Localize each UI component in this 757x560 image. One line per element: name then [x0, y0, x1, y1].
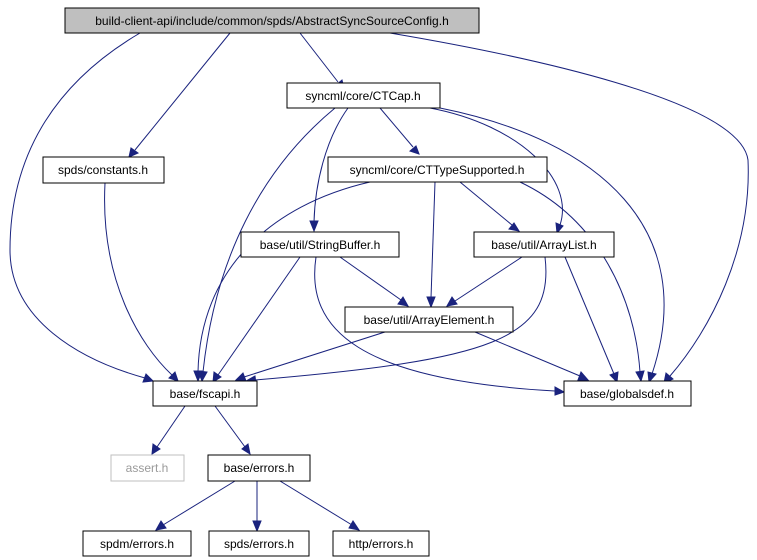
- node-ctcap[interactable]: syncml/core/CTCap.h: [286, 82, 441, 109]
- node-string-buffer[interactable]: base/util/StringBuffer.h: [240, 231, 400, 258]
- edge-fscapi-to-assert: [151, 405, 186, 455]
- edge-constants-to-fscapi: [104, 182, 179, 382]
- node-abstract-sync-source-config[interactable]: build-client-api/include/common/spds/Abs…: [64, 7, 480, 34]
- node-label: base/util/StringBuffer.h: [260, 238, 381, 252]
- node-label: base/util/ArrayElement.h: [364, 313, 495, 327]
- edge-arraylist-to-globalsdef: [564, 256, 619, 384]
- edge-root-to-fscapi: [9, 32, 155, 383]
- edge-ctcap-to-globalsdef: [439, 107, 665, 384]
- node-array-element[interactable]: base/util/ArrayElement.h: [344, 306, 514, 333]
- edge-strbuf-to-fscapi: [212, 256, 301, 383]
- node-array-list[interactable]: base/util/ArrayList.h: [473, 231, 615, 258]
- edge-cttype-to-fscapi: [193, 181, 371, 383]
- edge-root-to-constants: [128, 32, 231, 158]
- edge-ctcap-to-arraylist: [429, 107, 564, 235]
- edge-cttype-to-globalsdef: [519, 181, 645, 383]
- edge-errors-to-spdm-errors: [155, 480, 236, 531]
- node-label: spds/errors.h: [224, 537, 294, 551]
- edge-cttype-to-arraylist: [459, 181, 521, 232]
- edge-errors-to-http-errors: [279, 480, 361, 531]
- node-label: syncml/core/CTTypeSupported.h: [350, 163, 525, 177]
- edge-ctcap-to-strbuf: [309, 107, 349, 233]
- node-label: assert.h: [126, 461, 169, 475]
- node-label: http/errors.h: [349, 537, 414, 551]
- edge-arraylist-to-arrayelem: [446, 256, 523, 307]
- node-label: base/errors.h: [224, 461, 295, 475]
- node-assert: assert.h: [110, 454, 185, 482]
- node-base-errors[interactable]: base/errors.h: [207, 454, 311, 482]
- edge-fscapi-to-errors: [214, 405, 251, 456]
- edge-strbuf-to-arrayelem: [339, 256, 409, 307]
- edge-arrayelem-to-fscapi: [234, 331, 386, 382]
- node-label: spdm/errors.h: [100, 537, 174, 551]
- edge-errors-to-spds-errors: [252, 481, 262, 533]
- node-label: base/util/ArrayList.h: [491, 238, 596, 252]
- node-label: spds/constants.h: [58, 163, 148, 177]
- edge-ctcap-to-cttype: [379, 107, 420, 155]
- node-globalsdef[interactable]: base/globalsdef.h: [563, 380, 692, 407]
- node-label: syncml/core/CTCap.h: [305, 89, 420, 103]
- node-spdm-errors[interactable]: spdm/errors.h: [82, 530, 192, 557]
- node-spds-errors[interactable]: spds/errors.h: [208, 530, 310, 557]
- node-cttype-supported[interactable]: syncml/core/CTTypeSupported.h: [327, 156, 548, 183]
- edge-root-to-ctcap: [299, 32, 345, 89]
- edge-cttype-to-arrayelem: [426, 181, 436, 309]
- edge-arrayelem-to-globalsdef: [474, 331, 590, 381]
- node-fscapi[interactable]: base/fscapi.h: [152, 380, 258, 407]
- edge-strbuf-to-globalsdef: [314, 256, 566, 396]
- node-label: base/globalsdef.h: [580, 387, 674, 401]
- node-label: base/fscapi.h: [170, 387, 241, 401]
- node-http-errors[interactable]: http/errors.h: [332, 530, 430, 557]
- node-label: build-client-api/include/common/spds/Abs…: [95, 14, 449, 28]
- node-spds-constants[interactable]: spds/constants.h: [42, 156, 165, 184]
